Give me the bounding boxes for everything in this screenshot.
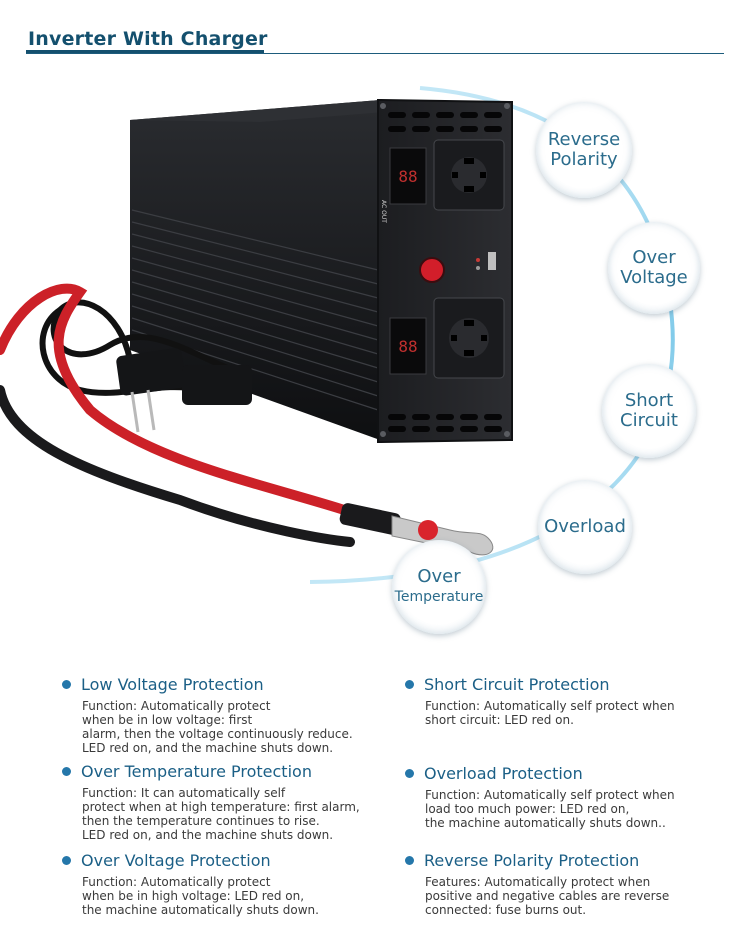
ac-plug	[116, 348, 186, 396]
red-cable	[0, 283, 395, 531]
usb-port	[488, 252, 496, 270]
feature-over-voltage: Over Voltage Protection Function: Automa…	[62, 851, 382, 917]
header-rule	[26, 53, 724, 54]
bullet-icon	[405, 769, 414, 778]
feature-reverse-polarity: Reverse Polarity Protection Features: Au…	[405, 851, 735, 917]
dc-in-display	[389, 317, 427, 375]
bullet-icon	[405, 856, 414, 865]
bullet-icon	[62, 767, 71, 776]
bullet-icon	[62, 680, 71, 689]
feature-short-circuit: Short Circuit Protection Function: Autom…	[405, 675, 735, 727]
power-button	[419, 257, 445, 283]
ac-connector	[182, 365, 252, 405]
product-illustration: 88 AC OUT 88	[0, 60, 750, 660]
inverter-image: 88 AC OUT 88	[0, 86, 675, 584]
svg-text:88: 88	[398, 167, 417, 186]
feature-low-voltage: Low Voltage Protection Function: Automat…	[62, 675, 382, 755]
bubble-overload: Overload	[538, 480, 632, 574]
svg-text:AC OUT: AC OUT	[380, 200, 387, 223]
svg-text:88: 88	[398, 337, 417, 356]
bullet-icon	[405, 680, 414, 689]
page-title: Inverter With Charger	[28, 28, 268, 50]
feature-over-temperature: Over Temperature Protection Function: It…	[62, 762, 382, 842]
feature-overload: Overload Protection Function: Automatica…	[405, 764, 735, 830]
title-underline	[26, 50, 264, 54]
bullet-icon	[62, 856, 71, 865]
black-cable	[0, 385, 355, 547]
ac-out-display	[389, 147, 427, 205]
